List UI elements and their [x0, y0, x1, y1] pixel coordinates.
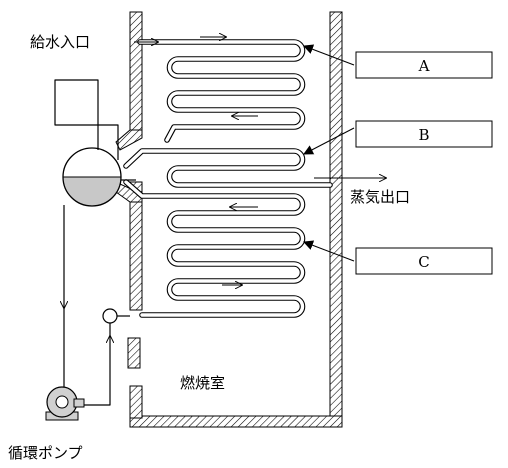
answer-box-b-label: B	[418, 126, 429, 144]
burner-block	[127, 337, 141, 369]
pump-outlet	[73, 398, 85, 408]
bottom-wall	[129, 415, 343, 428]
leader-line-b	[303, 127, 355, 155]
leader-lines	[303, 44, 355, 262]
answer-box-c-label: C	[418, 253, 429, 271]
drum-water	[63, 177, 121, 206]
circulation-pump-label: 循環ポンプ	[8, 444, 83, 462]
leader-line-a	[303, 44, 355, 66]
steam-outlet-label: 蒸気出口	[350, 188, 410, 206]
steam-drum	[62, 147, 122, 207]
left-wall-middle	[129, 181, 143, 311]
header-wall-upper	[115, 129, 143, 151]
left-wall-lower	[129, 385, 143, 419]
answer-box-a	[355, 51, 493, 79]
injection-nozzle	[102, 308, 118, 324]
circulation-pump	[45, 386, 85, 421]
answer-boxes: A B C	[355, 51, 493, 275]
drum-to-coil-a-pipe	[54, 79, 119, 160]
left-wall-upper	[129, 11, 143, 131]
answer-box-b	[355, 120, 493, 148]
piping	[54, 79, 136, 406]
pump-discharge-pipe	[82, 323, 111, 406]
leader-line-c	[303, 240, 355, 262]
answer-box-c	[355, 247, 493, 275]
tube-coils	[123, 39, 333, 318]
pump-impeller	[55, 395, 69, 409]
flow-arrows	[64, 37, 386, 352]
furnace-label: 燃焼室	[180, 374, 225, 392]
answer-box-a-label: A	[418, 57, 430, 75]
feedwater-inlet-label: 給水入口	[30, 33, 90, 51]
right-wall	[329, 11, 343, 428]
